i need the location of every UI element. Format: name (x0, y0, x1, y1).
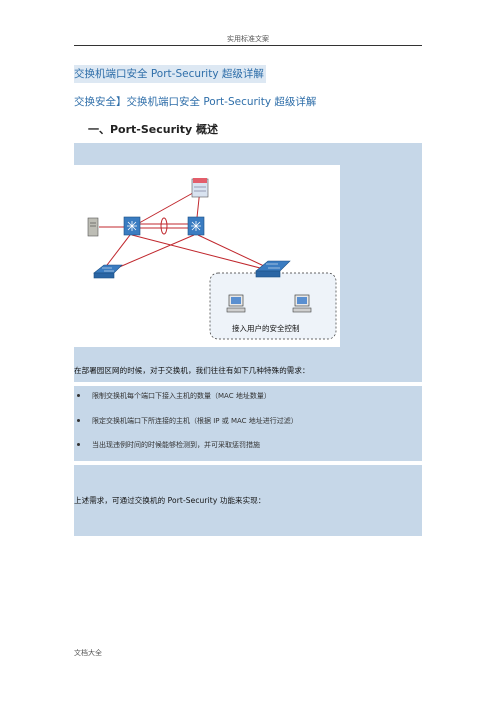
network-topology-svg: 接入用户的安全控制 (87, 178, 337, 340)
link-core1-access1 (103, 234, 131, 270)
intro-panel: 接入用户的安全控制 在部署园区网的时候，对于交换机，我们往往有如下几种特殊的需求… (74, 143, 422, 382)
document-subtitle: 交换安全】交换机端口安全 Port-Security 超级详解 (74, 96, 317, 108)
pc-2-icon (292, 294, 312, 313)
summary-panel: 上述需求，可通过交换机的 Port-Security 功能来实现： (74, 465, 422, 536)
link-core1-access2 (131, 234, 265, 270)
bullet-icon (77, 419, 80, 422)
bullet-icon (77, 443, 80, 446)
section-heading: 一、Port-Security 概述 (88, 123, 219, 136)
page-footer: 文档大全 (74, 649, 102, 657)
secured-access-zone (209, 272, 337, 340)
diagram-caption: 接入用户的安全控制 (232, 323, 300, 333)
firewall-icon (191, 178, 209, 198)
header-divider (74, 45, 422, 46)
page-header: 实用标准文案 (227, 35, 269, 43)
core-switch-1-icon (123, 216, 141, 236)
document-title: 交换机端口安全 Port-Security 超级详解 (74, 65, 266, 83)
requirements-panel: 限制交换机每个端口下接入主机的数量（MAC 地址数量） 限定交换机端口下所连接的… (74, 386, 422, 461)
intro-paragraph: 在部署园区网的时候，对于交换机，我们往往有如下几种特殊的需求： (74, 366, 310, 375)
link-core2-access2 (197, 234, 267, 268)
network-diagram: 接入用户的安全控制 (74, 165, 340, 347)
link-core2-access1 (109, 234, 195, 272)
access-switch-1-icon (93, 264, 123, 279)
summary-paragraph: 上述需求，可通过交换机的 Port-Security 功能来实现： (74, 496, 266, 505)
link-firewall-core1 (131, 188, 201, 228)
etherchannel-ring (160, 217, 168, 235)
bullet-icon (77, 394, 80, 397)
server-icon (87, 217, 99, 237)
pc-1-icon (226, 294, 246, 313)
access-switch-2-icon (255, 260, 291, 278)
core-switch-2-icon (187, 216, 205, 236)
